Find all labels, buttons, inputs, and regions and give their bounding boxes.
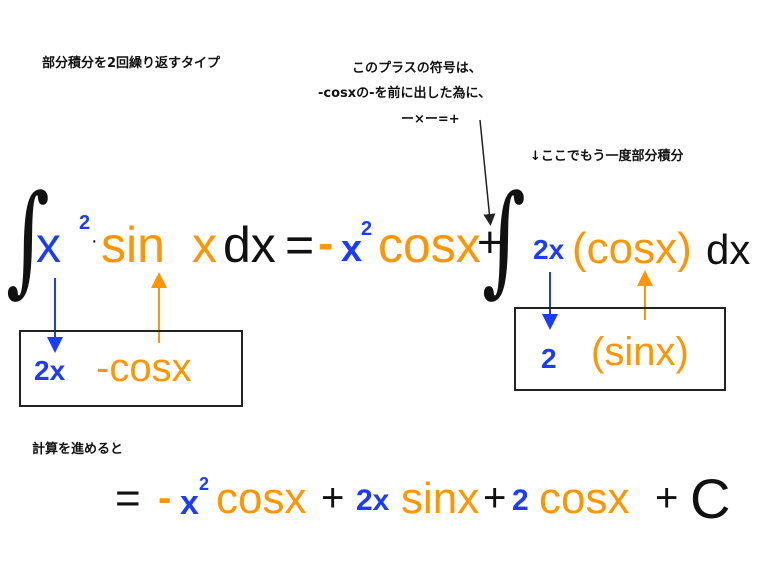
box1-derivative: 2x <box>34 355 66 386</box>
box2-derivative: 2 <box>541 343 557 374</box>
box1-antiderivative: -cosx <box>96 346 192 390</box>
result-two: 2 <box>512 484 529 517</box>
cosx-paren-term: (cosx) <box>572 224 692 273</box>
minus-sign-1: - <box>318 217 334 269</box>
annotation-pointer-arrow <box>479 119 496 226</box>
sin-argument: x <box>192 217 217 273</box>
plus-explanation-line3: ー×ー=+ <box>401 112 460 127</box>
dx-2: dx <box>706 226 751 273</box>
result-plus-2: + <box>483 476 507 520</box>
x-squared-term: x <box>341 228 363 270</box>
result-x-exponent: 2 <box>199 474 210 494</box>
multiply-dot: · <box>91 230 98 252</box>
integration-constant: C <box>690 467 731 530</box>
result-sinx: sinx <box>401 474 480 523</box>
title-note: 部分積分を2回繰り返すタイプ <box>42 56 221 71</box>
integrate-again-note: ↓ここでもう一度部分積分 <box>530 149 684 164</box>
two-x-term: 2x <box>533 234 565 265</box>
x-squared-exponent: 2 <box>361 218 373 240</box>
parts-box-2 <box>514 307 726 391</box>
result-plus-1: + <box>321 476 345 520</box>
cosx-term-1: cosx <box>378 217 481 273</box>
plus-explanation-line2: -cosxの-を前に出した為に、 <box>318 86 492 101</box>
sin-term: sin <box>101 217 165 273</box>
result-cosx-2: cosx <box>539 474 630 523</box>
integral-sign-1: ∫ <box>6 170 50 309</box>
equals-sign-1: = <box>285 217 315 273</box>
result-minus: - <box>158 476 172 520</box>
plus-sign-1: + <box>477 218 503 267</box>
plus-explanation-line1: このプラスの符号は、 <box>352 61 482 76</box>
box2-antiderivative: (sinx) <box>591 330 689 374</box>
x-term: x <box>36 217 61 273</box>
result-plus-3: + <box>655 476 679 520</box>
result-x: x <box>180 484 199 522</box>
result-cosx-1: cosx <box>216 474 307 523</box>
integral-sign-2: ∫ <box>482 170 526 309</box>
result-equals: = <box>115 474 141 523</box>
dx-1: dx <box>223 217 276 273</box>
continue-calculation-note: 計算を進めると <box>32 442 124 457</box>
parts-box-1 <box>19 330 243 407</box>
result-two-x: 2x <box>356 484 390 517</box>
x-exponent: 2 <box>79 212 91 234</box>
